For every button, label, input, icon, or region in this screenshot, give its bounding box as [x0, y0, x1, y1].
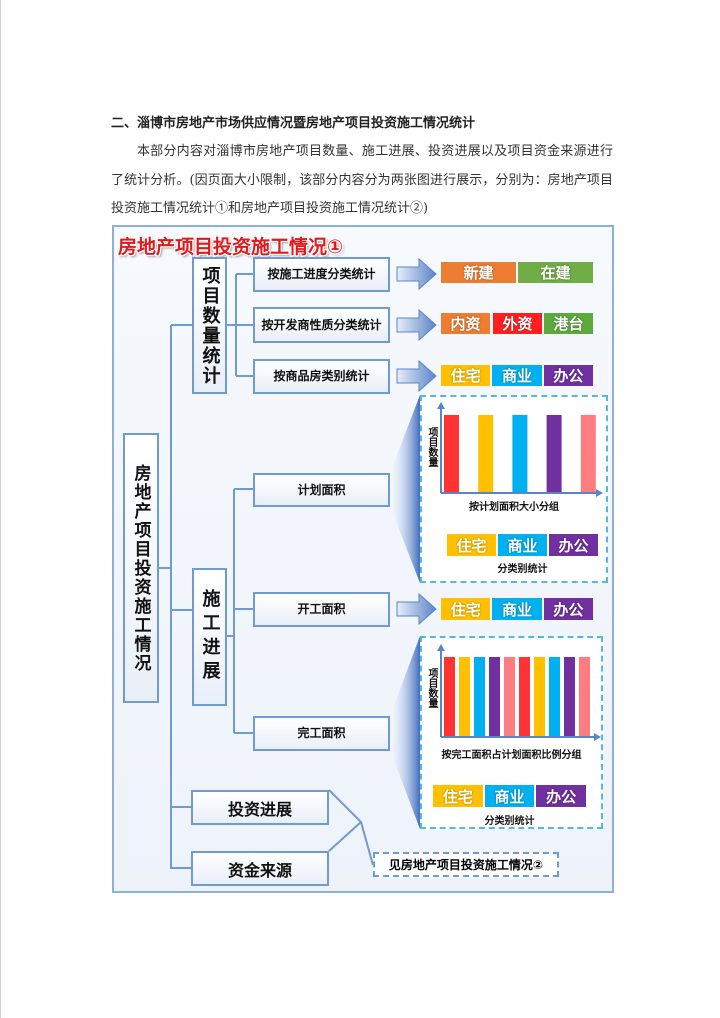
tag-hk-tw: 港台	[544, 313, 593, 334]
bar	[444, 415, 459, 492]
bar	[546, 415, 562, 492]
tag-commercial: 商业	[484, 785, 535, 807]
bar	[564, 657, 575, 736]
by-type-box: 按商品房类别统计	[253, 359, 390, 394]
bar	[512, 415, 528, 492]
bar	[444, 657, 455, 736]
intro-paragraph: 本部分内容对淄博市房地产项目数量、施工进展、投资进展以及项目资金来源进行了统计分…	[111, 144, 613, 216]
tags-started-area: 住宅 商业 办公	[441, 598, 593, 620]
tags-by-type: 住宅 商业 办公	[441, 365, 593, 386]
section-heading: 二、淄博市房地产市场供应情况暨房地产项目投资施工情况统计	[111, 116, 476, 131]
tag-residential: 住宅	[441, 365, 491, 386]
planned-area-chart	[437, 402, 603, 497]
construction-progress-box: 施工进展	[192, 568, 227, 706]
diagram-title: 房地产项目投资施工情况①	[118, 236, 344, 258]
bar	[459, 657, 470, 736]
x-axis-arrow-icon	[594, 733, 601, 741]
fan-shape	[390, 636, 420, 829]
bar	[519, 657, 530, 736]
arrow-icon	[396, 308, 437, 342]
tag-residential: 住宅	[441, 598, 491, 620]
chart-ylabel: 项目数量	[426, 427, 437, 467]
reference-note: 见房地产项目投资施工情况②	[373, 852, 559, 877]
tag-residential: 住宅	[433, 785, 483, 807]
arrow-icon	[396, 592, 437, 626]
bar	[580, 415, 596, 492]
tags-caption: 分类别统计	[497, 564, 548, 575]
planned-area-box: 计划面积	[253, 473, 390, 507]
tag-residential: 住宅	[447, 534, 496, 556]
completed-area-panel: 项目数量 按完工面积占计划面积比例分组 住宅 商业 办公 分类别统计	[420, 636, 603, 829]
tag-commercial: 商业	[492, 365, 542, 386]
root-box: 房地产项目投资施工情况	[123, 433, 159, 703]
by-developer-box: 按开发商性质分类统计	[253, 307, 390, 343]
chart-xlabel: 按完工面积占计划面积比例分组	[441, 750, 582, 761]
bar	[504, 657, 515, 736]
completed-area-chart	[437, 644, 601, 741]
tag-office: 办公	[536, 785, 587, 807]
by-progress-box: 按施工进度分类统计	[253, 257, 390, 292]
bar	[549, 657, 560, 736]
chart-xlabel: 按计划面积大小分组	[469, 502, 559, 513]
x-axis-arrow-icon	[596, 489, 603, 497]
y-axis-arrow-icon	[437, 644, 445, 651]
y-axis-arrow-icon	[437, 402, 445, 409]
project-count-box: 项目数量统计	[192, 257, 227, 394]
funding-source-box: 资金来源	[191, 851, 329, 886]
tag-new: 新建	[441, 262, 516, 283]
bar	[474, 657, 485, 736]
started-area-box: 开工面积	[253, 592, 390, 627]
arrow-icon	[396, 359, 437, 393]
bar	[489, 657, 500, 736]
planned-area-panel: 项目数量 按计划面积大小分组 住宅 商业 办公 分类别统计	[420, 395, 608, 583]
tag-office: 办公	[549, 534, 598, 556]
chart-ylabel: 项目数量	[426, 668, 437, 708]
investment-progress-box: 投资进展	[191, 790, 329, 825]
tag-commercial: 商业	[498, 534, 547, 556]
bar	[534, 657, 545, 736]
category-tags: 住宅 商业 办公	[433, 785, 587, 807]
completed-area-box: 完工面积	[253, 716, 390, 751]
arrow-icon	[396, 257, 437, 291]
category-tags: 住宅 商业 办公	[447, 534, 598, 556]
tag-office: 办公	[543, 598, 593, 620]
fan-shape	[390, 395, 420, 583]
tag-office: 办公	[543, 365, 593, 386]
tag-ongoing: 在建	[518, 262, 593, 283]
tag-domestic: 内资	[441, 313, 490, 334]
tag-foreign: 外资	[493, 313, 542, 334]
bar	[478, 415, 494, 492]
bar	[579, 657, 590, 736]
tag-commercial: 商业	[492, 598, 542, 620]
tags-caption: 分类别统计	[484, 816, 535, 827]
